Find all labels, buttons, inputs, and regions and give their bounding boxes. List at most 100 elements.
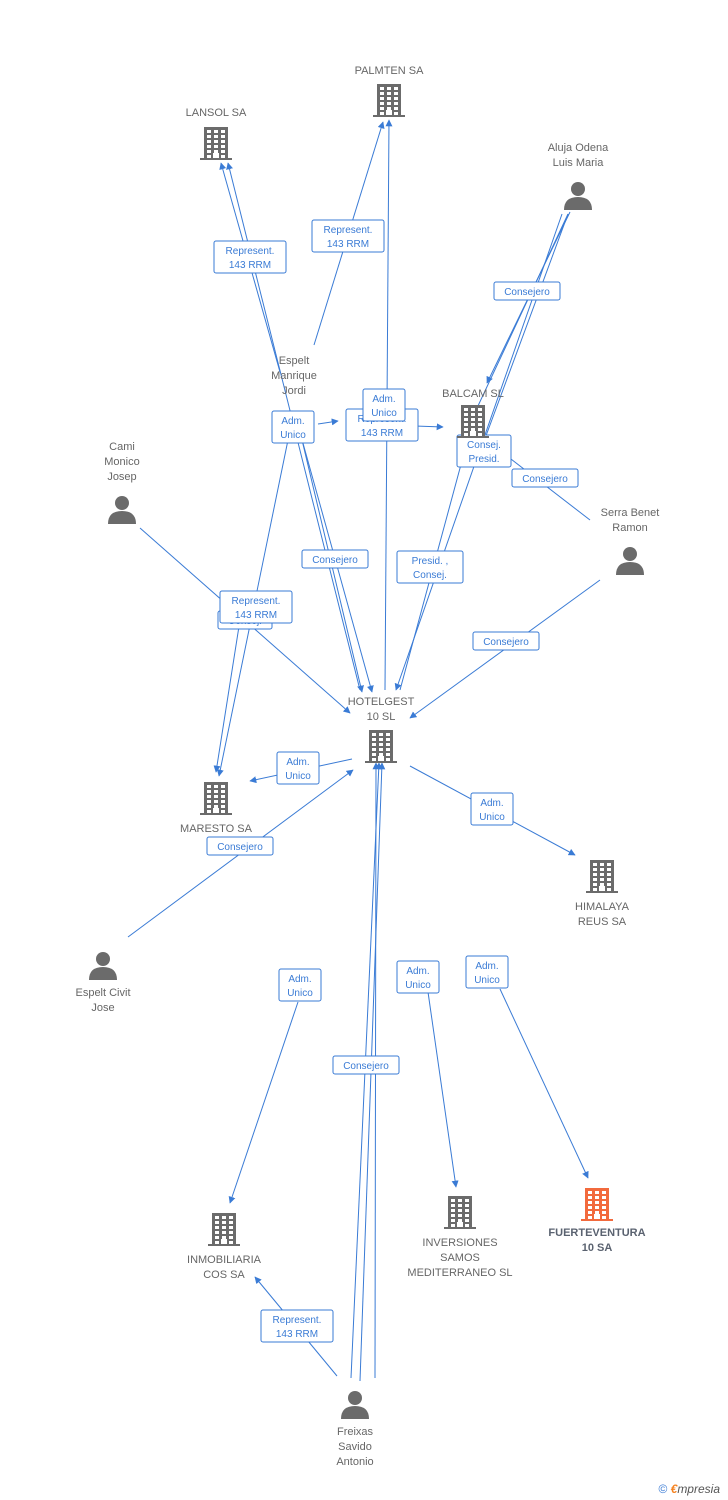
building-icon bbox=[365, 730, 397, 763]
edge-label-e7[interactable]: Consej.Presid. bbox=[456, 434, 512, 468]
brand-logo: €mpresia bbox=[670, 1482, 720, 1496]
edge-label-text: Adm. bbox=[281, 416, 304, 427]
edge-label-e4[interactable]: Adm.Unico bbox=[271, 410, 315, 444]
node-label: HIMALAYA bbox=[575, 901, 630, 913]
node-label: Jordi bbox=[282, 385, 306, 397]
edge-label-text: Adm. bbox=[372, 394, 395, 405]
edge-label-e18[interactable]: Consejero bbox=[332, 1055, 400, 1075]
edge-label-box bbox=[396, 550, 464, 584]
node-label: HOTELGEST bbox=[348, 696, 415, 708]
edge-label-text: Presid. bbox=[468, 454, 499, 465]
edge-label-box bbox=[465, 955, 509, 989]
node-label: MEDITERRANEO SL bbox=[407, 1267, 512, 1279]
person-icon bbox=[616, 547, 644, 575]
edge-label-text: Adm. bbox=[480, 798, 503, 809]
edge-label-box bbox=[470, 792, 514, 826]
node-label: Manrique bbox=[271, 370, 317, 382]
node-label: Luis Maria bbox=[553, 157, 605, 169]
edge-line-e4 bbox=[317, 418, 339, 426]
edge-label-text: Represent. bbox=[324, 225, 373, 236]
edge-label-box bbox=[260, 1309, 334, 1343]
edge-line-e12 bbox=[213, 619, 241, 773]
node-himalaya[interactable]: HIMALAYA REUS SA bbox=[575, 860, 630, 928]
edge-label-text: 143 RRM bbox=[361, 428, 403, 439]
edge-line-e5 bbox=[414, 423, 444, 431]
edge-label-text: Consejero bbox=[504, 287, 550, 298]
node-label: BALCAM SL bbox=[442, 388, 504, 400]
edge-label-text: Adm. bbox=[288, 974, 311, 985]
node-maresto[interactable]: MARESTO SA bbox=[180, 782, 253, 835]
node-palmten[interactable]: PALMTEN SA bbox=[355, 65, 425, 117]
edge-label-text: Consejero bbox=[522, 474, 568, 485]
edge-label-e19[interactable]: Adm.Unico bbox=[396, 960, 440, 994]
edge-label-e13[interactable]: Consejero bbox=[472, 631, 540, 651]
building-icon bbox=[208, 1213, 240, 1246]
edge-label-text: Unico bbox=[287, 988, 313, 999]
node-label: COS SA bbox=[203, 1269, 245, 1281]
copyright: © €mpresia bbox=[658, 1482, 720, 1496]
edge-label-text: Consej. bbox=[413, 570, 447, 581]
node-label: INVERSIONES bbox=[422, 1237, 497, 1249]
edge-label-text: Consejero bbox=[312, 555, 358, 566]
person-icon bbox=[108, 496, 136, 524]
copyright-symbol: © bbox=[658, 1482, 668, 1496]
node-label: Espelt Civit bbox=[75, 987, 130, 999]
edge-label-box bbox=[472, 631, 540, 651]
edge-label-e3[interactable]: Consejero bbox=[493, 281, 561, 301]
node-label: REUS SA bbox=[578, 916, 627, 928]
edge-label-box bbox=[362, 388, 406, 422]
edge-label-text: Represent. bbox=[232, 596, 281, 607]
edge-label-text: Unico bbox=[474, 975, 500, 986]
building-icon bbox=[373, 84, 405, 117]
edge-label-e8[interactable]: Consejero bbox=[511, 468, 579, 488]
edge-label-e20[interactable]: Adm.Unico bbox=[465, 955, 509, 989]
edge-line-e7 bbox=[478, 213, 569, 453]
edge-label-e1[interactable]: Represent.143 RRM bbox=[213, 240, 287, 274]
edge-label-e10[interactable]: Presid. ,Consej. bbox=[396, 550, 464, 584]
node-label: LANSOL SA bbox=[186, 107, 247, 119]
edge-label-box bbox=[332, 1055, 400, 1075]
edge-line-e20 bbox=[499, 988, 589, 1179]
edge-label-box bbox=[219, 590, 293, 624]
edge-label-e17[interactable]: Adm. Unico bbox=[278, 968, 322, 1002]
building-icon bbox=[586, 860, 618, 893]
node-label: Espelt bbox=[279, 355, 310, 367]
edge-label-e2[interactable]: Represent.143 RRM bbox=[311, 219, 385, 253]
edge-label-text: 143 RRM bbox=[235, 610, 277, 621]
node-label: Jose bbox=[91, 1002, 114, 1014]
node-label: Ramon bbox=[612, 522, 647, 534]
node-label: Savido bbox=[338, 1441, 372, 1453]
edge-label-box bbox=[311, 219, 385, 253]
edge-label-box bbox=[396, 960, 440, 994]
person-icon bbox=[341, 1391, 369, 1419]
edge-label-box bbox=[271, 410, 315, 444]
building-icon bbox=[200, 782, 232, 815]
edge-label-e16[interactable]: Adm.Unico bbox=[470, 792, 514, 826]
edge-label-e14[interactable]: Adm.Unico bbox=[276, 751, 320, 785]
node-balcam[interactable]: BALCAM SL bbox=[442, 388, 504, 438]
edge-label-text: Adm. bbox=[286, 757, 309, 768]
edge-label-e15[interactable]: Consejero bbox=[206, 836, 274, 856]
edge-line-e19 bbox=[427, 991, 459, 1188]
node-label: Aluja Odena bbox=[548, 142, 609, 154]
edge-line-e17 bbox=[228, 1001, 299, 1204]
edge-label-text: Unico bbox=[405, 980, 431, 991]
edge-label-text: Consejero bbox=[217, 842, 263, 853]
edge-label-e21[interactable]: Represent.143 RRM bbox=[260, 1309, 334, 1343]
edge-label-e9[interactable]: Consejero bbox=[301, 549, 369, 569]
building-icon bbox=[581, 1188, 613, 1221]
node-lansol[interactable]: LANSOL SA bbox=[186, 107, 247, 160]
edge-label-e12[interactable]: Represent. 143 RRM bbox=[219, 590, 293, 624]
edge-label-e6[interactable]: Adm.Unico bbox=[362, 388, 406, 422]
